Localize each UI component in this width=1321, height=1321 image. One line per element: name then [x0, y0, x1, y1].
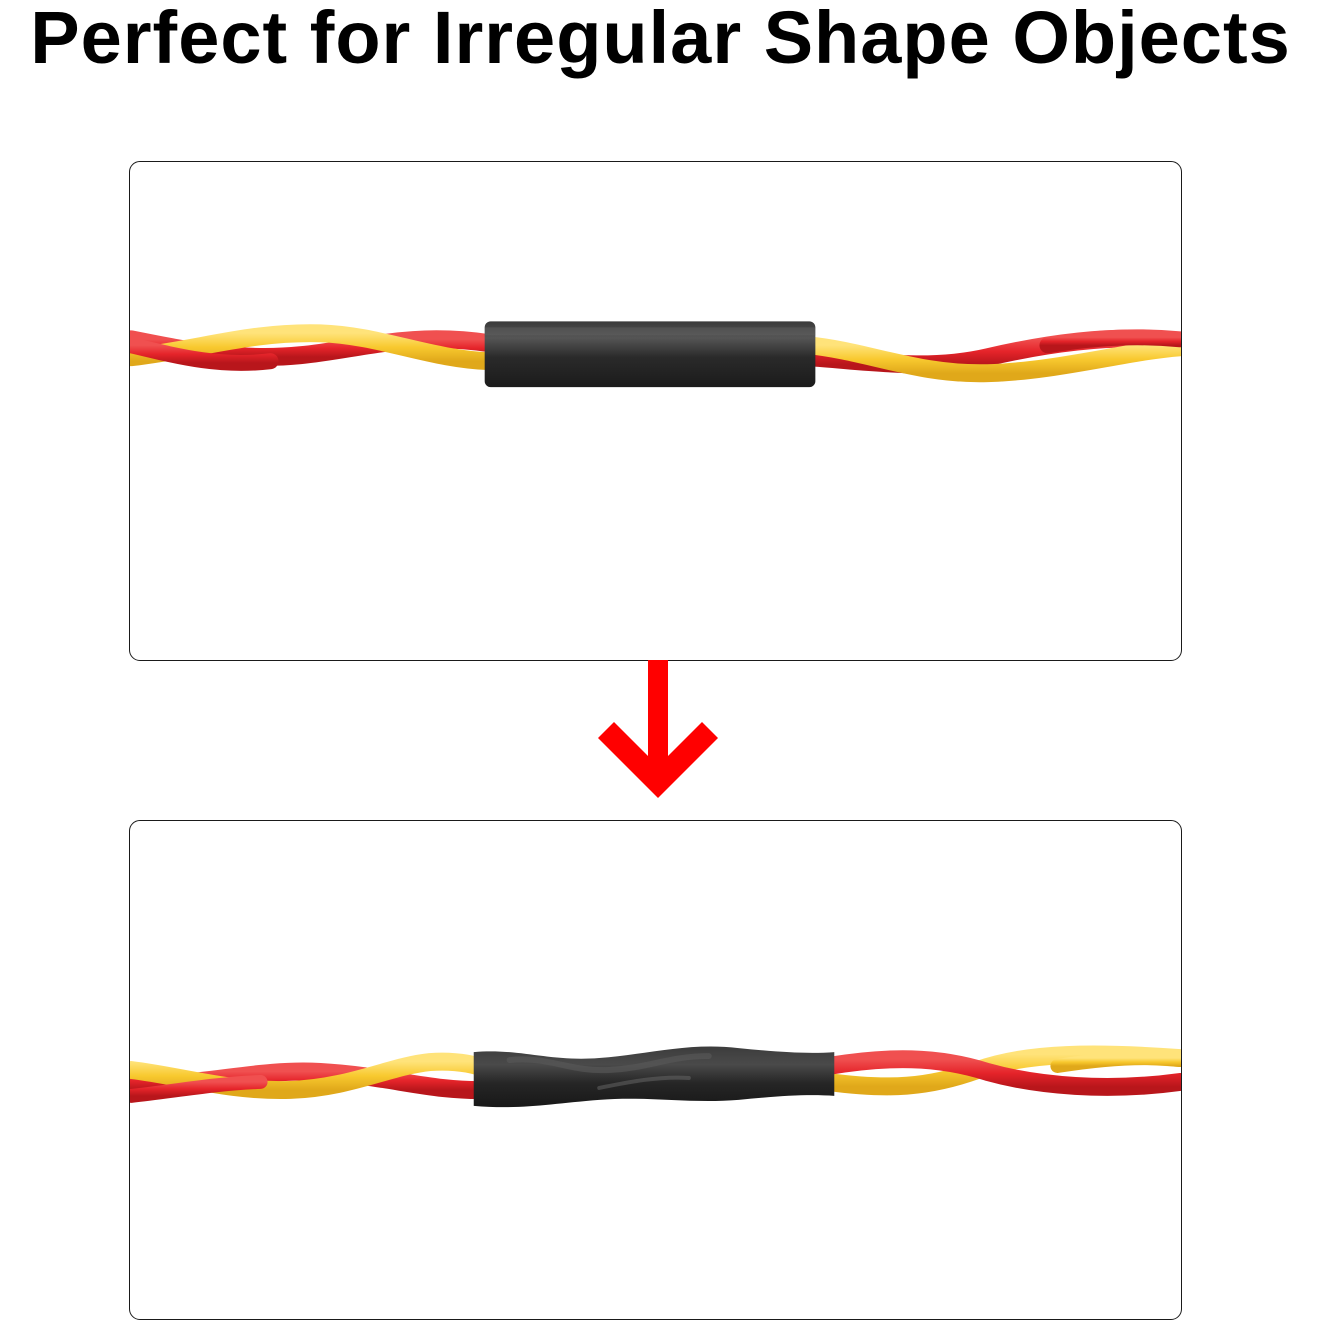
twisted-wires-shrunk-tube-illustration [130, 1045, 1181, 1108]
twisted-wires-straight-tube-illustration [130, 321, 1181, 388]
left-wire-pair [130, 1052, 499, 1103]
left-wire-pair [130, 324, 499, 371]
before-shrink-panel [129, 161, 1182, 661]
after-shrink-panel [129, 820, 1182, 1320]
heat-shrink-tube [484, 321, 816, 388]
down-arrow-icon [598, 660, 718, 798]
right-wire-pair [819, 1045, 1181, 1096]
page-title: Perfect for Irregular Shape Objects [30, 0, 1291, 79]
right-wire-pair [799, 329, 1181, 383]
